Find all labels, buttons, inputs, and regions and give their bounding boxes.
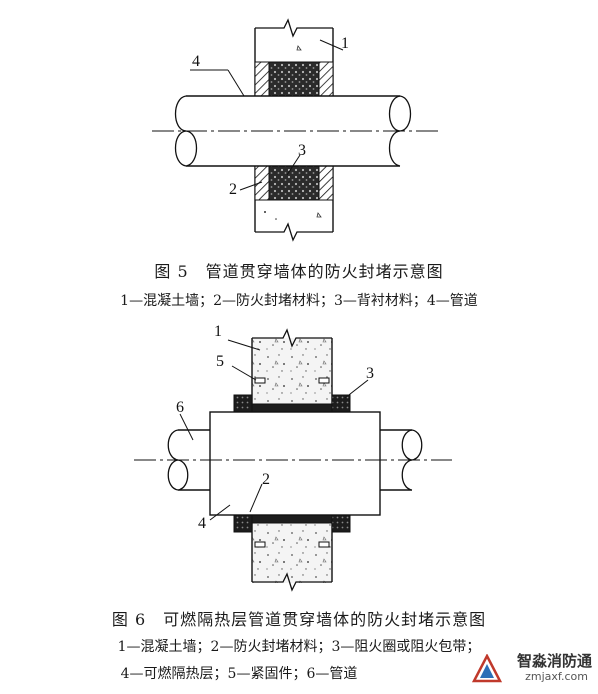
watermark-emblem-icon (472, 654, 502, 683)
fig6-label-6: 6 (176, 399, 184, 416)
figure-5-drawing: 4 1 3 2 (152, 18, 438, 242)
fig5-caption-title: 图 5 管道贯穿墙体的防火封堵示意图 (154, 262, 444, 281)
fig5-leaders (190, 39, 344, 191)
fig6-concrete-wall (251, 328, 333, 592)
watermark-name: 智淼消防通 (516, 652, 592, 670)
fig5-pipe (152, 95, 438, 167)
watermark-url: zmjaxf.com (525, 670, 588, 683)
fig6-label-3: 3 (366, 365, 374, 382)
fig6-caption-legend-2: 4—可燃隔热层；5—紧固件；6—管道 (120, 666, 358, 682)
fig6-leaders (179, 339, 369, 521)
fig5-lower-seal (254, 165, 334, 201)
fig6-label-5: 5 (216, 353, 224, 370)
fig5-upper-seal (254, 61, 334, 97)
fig5-label-3: 3 (298, 142, 306, 159)
fig6-fasteners (254, 377, 330, 548)
fig6-insulation (209, 411, 381, 516)
figure-6-drawing: 1 5 3 6 2 4 (134, 323, 452, 592)
fig5-label-4: 4 (192, 53, 200, 70)
fig6-caption-title: 图 6 可燃隔热层管道贯穿墙体的防火封堵示意图 (111, 610, 487, 629)
fig5-label-2: 2 (229, 181, 237, 198)
watermark-logo: 智淼消防通 zmjaxf.com (472, 650, 592, 690)
fig5-label-1: 1 (341, 35, 349, 52)
fig6-label-1: 1 (214, 323, 222, 340)
fig6-caption-legend-1: 1—混凝土墙；2—防火封堵材料；3—阻火圈或阻火包带； (117, 639, 481, 655)
fig5-caption-legend: 1—混凝土墙；2—防火封堵材料；3—背衬材料；4—管道 (120, 293, 478, 309)
fig6-label-4: 4 (198, 515, 206, 532)
fig6-label-2: 2 (262, 471, 270, 488)
